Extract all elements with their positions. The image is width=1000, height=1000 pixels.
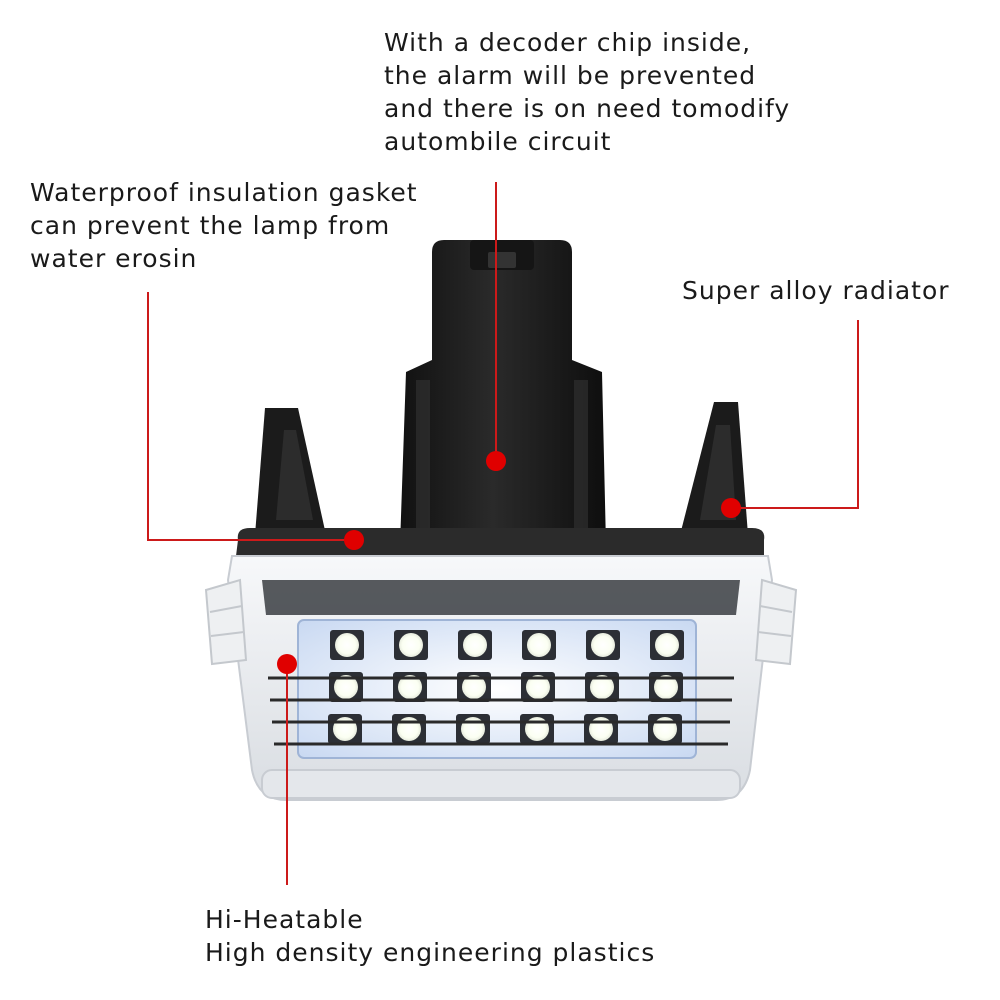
gasket-line: Waterproof insulation gasket (30, 178, 418, 207)
alloy-radiator-callout: Super alloy radiator (682, 274, 950, 307)
connector-rib (416, 380, 430, 530)
lens-ridges (268, 676, 734, 746)
led-chip (591, 633, 615, 657)
gasket-line: water erosin (30, 244, 198, 273)
marker-plastic (277, 654, 297, 674)
connector-slot (488, 252, 516, 268)
led-chip (655, 633, 679, 657)
decoder-line: autombile circuit (384, 127, 612, 156)
lens-inner-band (262, 580, 740, 615)
decoder-callout: With a decoder chip inside, the alarm wi… (384, 26, 790, 158)
gasket-line: can prevent the lamp from (30, 211, 391, 240)
leader-gasket (147, 292, 354, 541)
marker-alloy (721, 498, 741, 518)
led-chip (334, 675, 358, 699)
left-fin-inner (276, 430, 313, 520)
gasket-callout: Waterproof insulation gasket can prevent… (30, 176, 418, 275)
plastics-callout: Hi-Heatable High density engineering pla… (205, 903, 655, 969)
right-fin-inner (700, 425, 736, 520)
connector-rib (574, 380, 588, 530)
led-chip (527, 633, 551, 657)
lens-bottom-lip (261, 769, 741, 799)
led-chip (398, 675, 422, 699)
led-chip (590, 675, 614, 699)
plastic-line: Hi-Heatable (205, 905, 364, 934)
alloy-line: Super alloy radiator (682, 276, 950, 305)
plastic-line: High density engineering plastics (205, 938, 656, 967)
led-chip (526, 675, 550, 699)
right-mount-clip (754, 578, 798, 666)
led-chip (462, 675, 486, 699)
leader-lines (147, 182, 859, 885)
decoder-line: and there is on need tomodify (384, 94, 791, 123)
connector-housing (400, 240, 606, 545)
decoder-line: With a decoder chip inside, (384, 28, 752, 57)
led-chip (654, 675, 678, 699)
led-chip (335, 633, 359, 657)
led-chip (399, 633, 423, 657)
decoder-line: the alarm will be prevented (384, 61, 757, 90)
leader-alloy (731, 320, 859, 509)
waterproof-gasket (236, 528, 765, 556)
led-chip (463, 633, 487, 657)
marker-gasket (344, 530, 364, 550)
left-mount-clip (204, 578, 248, 666)
marker-decoder (486, 451, 506, 471)
markers (277, 451, 741, 674)
